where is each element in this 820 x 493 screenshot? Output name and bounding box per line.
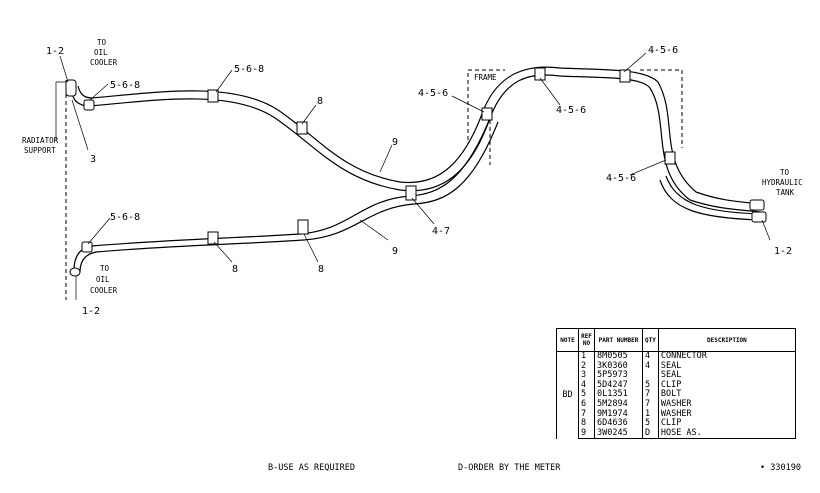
fitting-right — [749, 199, 767, 223]
fitting-top-left — [65, 79, 95, 111]
callout-5-6-8-top-mid: 5-6-8 — [234, 64, 264, 75]
callout-4-5-6-top-right: 4-5-6 — [648, 45, 678, 56]
desc-cell: CLIP — [657, 380, 797, 391]
svg-text:SUPPORT: SUPPORT — [24, 146, 56, 155]
callout-1-2-bottom: 1-2 — [82, 306, 100, 317]
part-cell: 3W0245 — [594, 428, 643, 440]
clip-center — [405, 185, 417, 201]
callout-9-upper: 9 — [392, 137, 398, 148]
table-row: BD 1 8M0505 4 CONNECTOR — [556, 351, 797, 439]
desc-cell: WASHER — [657, 409, 797, 420]
table-row: 2 3K0360 4 SEAL — [557, 361, 797, 372]
svg-text:TO: TO — [97, 38, 107, 47]
part-cell: 0L1351 — [594, 390, 643, 400]
table-row: 7 9M1974 1 WASHER — [557, 409, 797, 420]
qty-cell: D — [642, 428, 659, 440]
desc-cell: HOSE AS. — [657, 428, 797, 440]
table-row: 3 5P5973 SEAL — [557, 371, 797, 381]
clip-frame-3 — [619, 69, 631, 83]
desc-cell: BOLT — [657, 390, 797, 400]
clip-upper-2 — [296, 121, 308, 135]
svg-text:TO: TO — [100, 264, 110, 273]
callout-4-5-6-frame: 4-5-6 — [418, 88, 448, 99]
clip-right — [664, 151, 676, 165]
desc-cell: SEAL — [657, 371, 797, 381]
label-to-oil-cooler-top: TO OIL COOLER — [90, 38, 118, 67]
label-to-hydraulic-tank: TO HYDRAULIC TANK — [762, 168, 803, 197]
frame-outline — [467, 69, 683, 165]
svg-text:TO: TO — [780, 168, 790, 177]
svg-text:RADIATOR: RADIATOR — [22, 136, 59, 145]
radiator-support-bracket — [55, 81, 66, 140]
footer-b-note: B-USE AS REQUIRED — [268, 463, 355, 473]
table-row: 9 3W0245 D HOSE AS. — [557, 428, 797, 440]
clip-lower-1 — [207, 231, 219, 245]
footer-d-note: D-ORDER BY THE METER — [458, 463, 561, 473]
parts-table: NOTE REF NO PART NUMBER QTY DESCRIPTION … — [556, 328, 797, 440]
part-cell: 3K0360 — [594, 361, 643, 372]
note-cell: BD — [556, 351, 579, 439]
callout-1-2-right: 1-2 — [774, 246, 792, 257]
drawing-number: • 330190 — [760, 463, 801, 473]
header-ref-no: REF NO — [578, 328, 595, 352]
label-frame: FRAME — [474, 73, 497, 82]
clip-upper-1 — [207, 89, 219, 103]
header-part-number: PART NUMBER — [594, 328, 643, 352]
fitting-bottom-left — [69, 241, 93, 277]
callout-8-bottom-mid: 8 — [232, 264, 238, 275]
part-cell: 5D4247 — [594, 380, 643, 391]
label-radiator-support: RADIATOR SUPPORT — [22, 136, 59, 155]
table-row: 5 0L1351 7 BOLT — [557, 390, 797, 400]
callout-9-lower: 9 — [392, 246, 398, 257]
callout-8-top: 8 — [317, 96, 323, 107]
callout-5-6-8-top-left: 5-6-8 — [110, 80, 140, 91]
desc-cell: CONNECTOR — [657, 351, 797, 362]
callout-1-2-top: 1-2 — [46, 46, 64, 57]
table-row: 6 5M2894 7 WASHER — [557, 399, 797, 410]
drawing-number-value: 330190 — [770, 463, 801, 473]
svg-text:OIL: OIL — [96, 275, 110, 284]
desc-cell: WASHER — [657, 399, 797, 410]
callout-8-bottom-right: 8 — [318, 264, 324, 275]
ref-cell: 9 — [578, 428, 595, 440]
clip-frame-2 — [534, 67, 546, 81]
part-cell: 8M0505 — [594, 351, 643, 362]
part-cell: 6D4636 — [594, 419, 643, 429]
svg-text:OIL: OIL — [94, 48, 108, 57]
upper-hose — [71, 66, 761, 213]
desc-cell: CLIP — [657, 419, 797, 429]
header-note: NOTE — [556, 328, 579, 352]
svg-text:COOLER: COOLER — [90, 286, 118, 295]
header-description: DESCRIPTION — [657, 328, 797, 352]
svg-text:TANK: TANK — [776, 188, 795, 197]
drawing-number-bullet: • — [760, 463, 766, 473]
clip-lower-2 — [297, 219, 309, 235]
parts-table-header: NOTE REF NO PART NUMBER QTY DESCRIPTION — [556, 328, 797, 352]
label-to-oil-cooler-bottom: TO OIL COOLER — [90, 264, 118, 295]
callout-4-5-6-right: 4-5-6 — [606, 173, 636, 184]
leader-lines — [59, 52, 771, 300]
clip-frame-1 — [481, 107, 493, 121]
callout-4-5-6-mid: 4-5-6 — [556, 105, 586, 116]
callout-4-7: 4-7 — [432, 226, 450, 237]
part-cell: 5P5973 — [594, 371, 643, 381]
callout-5-6-8-bottom-left: 5-6-8 — [110, 212, 140, 223]
desc-cell: SEAL — [657, 361, 797, 372]
part-cell: 9M1974 — [594, 409, 643, 420]
table-row: 8 6D4636 5 CLIP — [557, 419, 797, 429]
svg-text:HYDRAULIC: HYDRAULIC — [762, 178, 803, 187]
header-qty: QTY — [642, 328, 659, 352]
lower-hose — [73, 117, 761, 273]
part-cell: 5M2894 — [594, 399, 643, 410]
table-row: 4 5D4247 5 CLIP — [557, 380, 797, 391]
callout-3: 3 — [90, 154, 96, 165]
svg-text:COOLER: COOLER — [90, 58, 118, 67]
qty-cell: 4 — [642, 361, 659, 372]
